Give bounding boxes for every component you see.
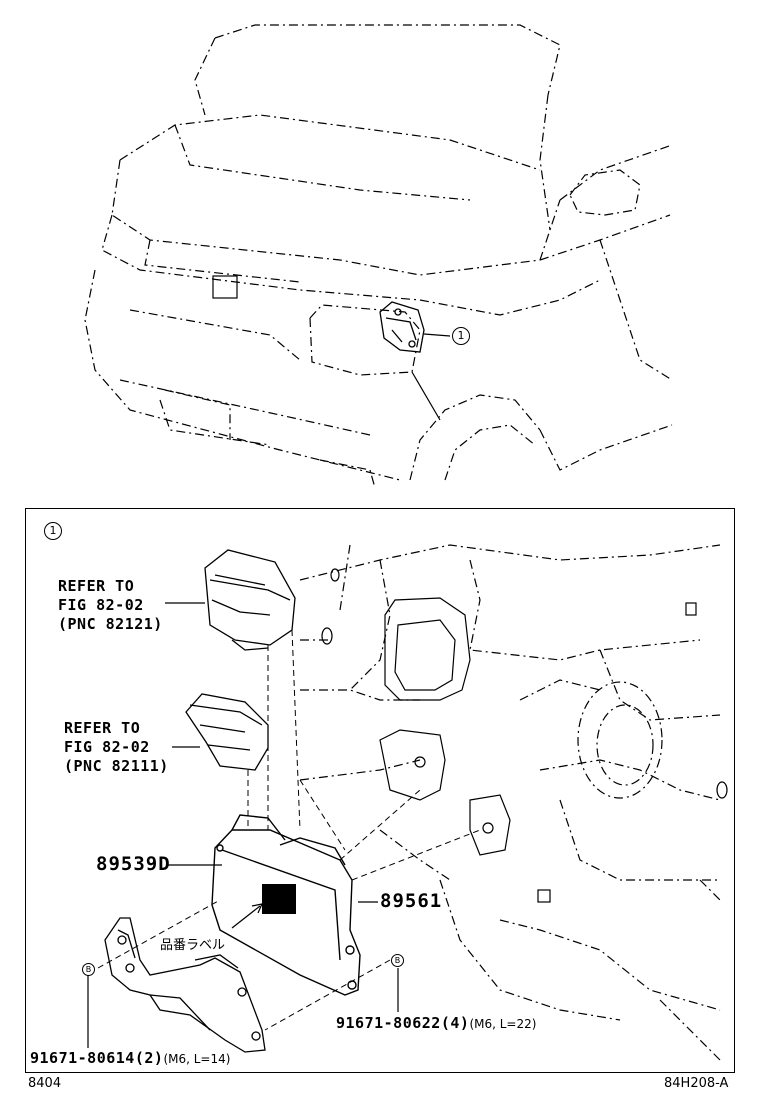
vehicle-outline (84, 24, 673, 489)
ecu-label-caption: 品番ラベル (160, 938, 226, 953)
body-bracket (379, 729, 511, 856)
ecu-label-patch (262, 884, 296, 914)
refer-upper-line2: FIG 82-02 (58, 596, 144, 614)
bolt-right-qty: (4) (440, 1014, 470, 1032)
footer-code-right: 84H208-A (664, 1076, 729, 1091)
bolt-right-part: 91671-80622 (336, 1014, 441, 1032)
oval-hole (384, 597, 471, 701)
bolt-left-spec: (M6, L=14) (163, 1052, 231, 1066)
bolt-right-spec: (M6, L=22) (469, 1017, 537, 1031)
bolt-left-qty: (2) (134, 1049, 164, 1067)
refer-upper-line3: (PNC 82121) (58, 615, 163, 633)
refer-upper-line1: REFER TO (58, 577, 135, 595)
refer-lower-line1: REFER TO (64, 719, 141, 737)
ecu-bracket-shape (104, 917, 266, 1053)
bolt-right-marker: B (391, 954, 404, 967)
ecu-body (211, 814, 361, 996)
bolt-left-part: 91671-80614 (30, 1049, 135, 1067)
round-hole (577, 681, 663, 799)
overview-ecu-icon (379, 301, 425, 353)
footer-code-left: 8404 (28, 1076, 62, 1091)
bolt-left-label: 91671-80614(2)(M6, L=14) (30, 1048, 230, 1069)
part-number-ecu: 89561 (380, 890, 443, 912)
detail-frame (25, 508, 735, 1073)
bolt-right-label: 91671-80622(4)(M6, L=22) (336, 1013, 536, 1034)
detail-view-marker: 1 (44, 522, 62, 540)
bolt-left-marker: B (82, 963, 95, 976)
part-number-bracket: 89539D (96, 853, 171, 875)
refer-lower-line2: FIG 82-02 (64, 738, 150, 756)
refer-lower-line3: (PNC 82111) (64, 757, 169, 775)
callout-marker: 1 (452, 327, 470, 345)
